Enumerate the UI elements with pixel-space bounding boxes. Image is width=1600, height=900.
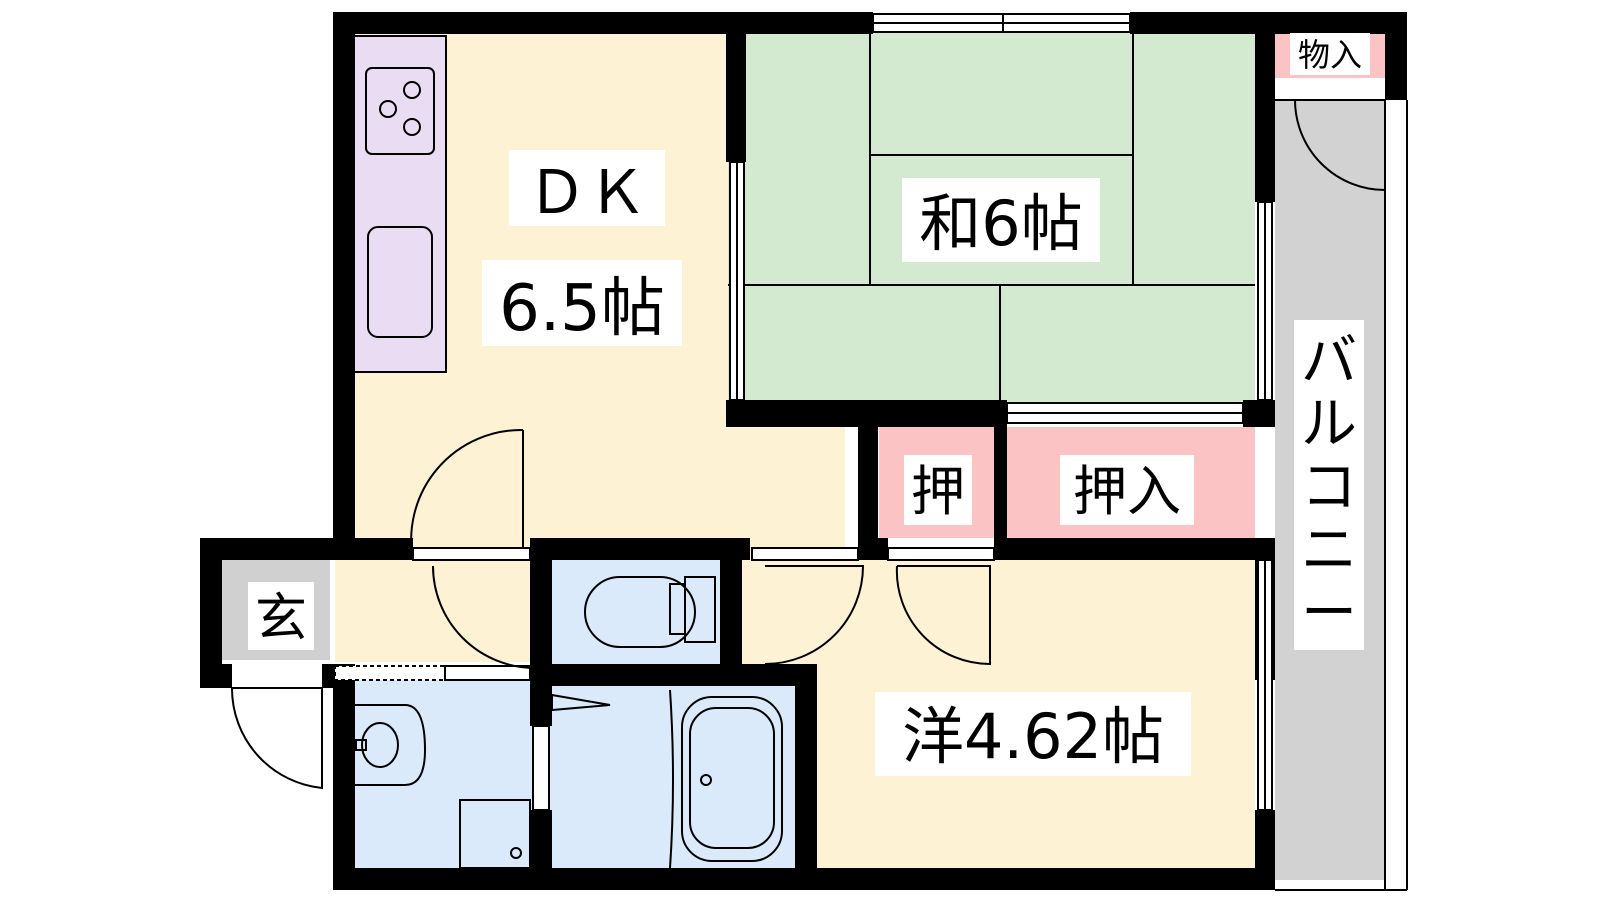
label-yoshitsu: 洋4.62帖: [875, 692, 1191, 776]
label-balcony: バ ル コ ニ ー: [1294, 320, 1364, 650]
kitchen-counter: [352, 35, 447, 373]
washitsu-label: 和6帖: [919, 187, 1082, 260]
genkan-label: 玄: [255, 589, 307, 649]
bathtub-icon: [551, 689, 783, 869]
oshiire-label: 押入: [1073, 460, 1181, 523]
balcony-char-3: コ: [1301, 455, 1357, 520]
basin-icon: [348, 704, 427, 786]
door-swings: [230, 99, 1386, 790]
label-dk: ＤＫ 6.5帖: [482, 150, 682, 346]
balcony-char-2: ル: [1301, 392, 1357, 457]
oshi-label: 押: [911, 460, 965, 523]
label-monoire: 物入: [1290, 33, 1370, 75]
label-genkan: 玄: [248, 582, 314, 650]
tatami-lines: [728, 26, 1255, 414]
label-oshiire: 押入: [1060, 455, 1194, 525]
windows: [334, 13, 1273, 811]
dk-label-line1: ＤＫ: [527, 158, 647, 228]
label-washitsu: 和6帖: [902, 178, 1100, 262]
toilet-icon: [584, 576, 716, 648]
hall-floor: [335, 552, 535, 662]
balcony-char-1: バ: [1301, 329, 1357, 394]
sink-icon: [367, 226, 433, 338]
dk-label-line2: 6.5帖: [499, 272, 665, 346]
balcony-char-4: ニ: [1301, 518, 1357, 583]
walls: [200, 12, 1407, 890]
monoire-label: 物入: [1298, 36, 1362, 74]
bath-floor: [545, 680, 795, 868]
label-oshi: 押: [904, 455, 972, 525]
balcony-char-5: ー: [1301, 581, 1357, 646]
washroom-floor: [335, 680, 533, 868]
stove-icon: [365, 67, 435, 155]
yoshitsu-label: 洋4.62帖: [902, 700, 1164, 773]
